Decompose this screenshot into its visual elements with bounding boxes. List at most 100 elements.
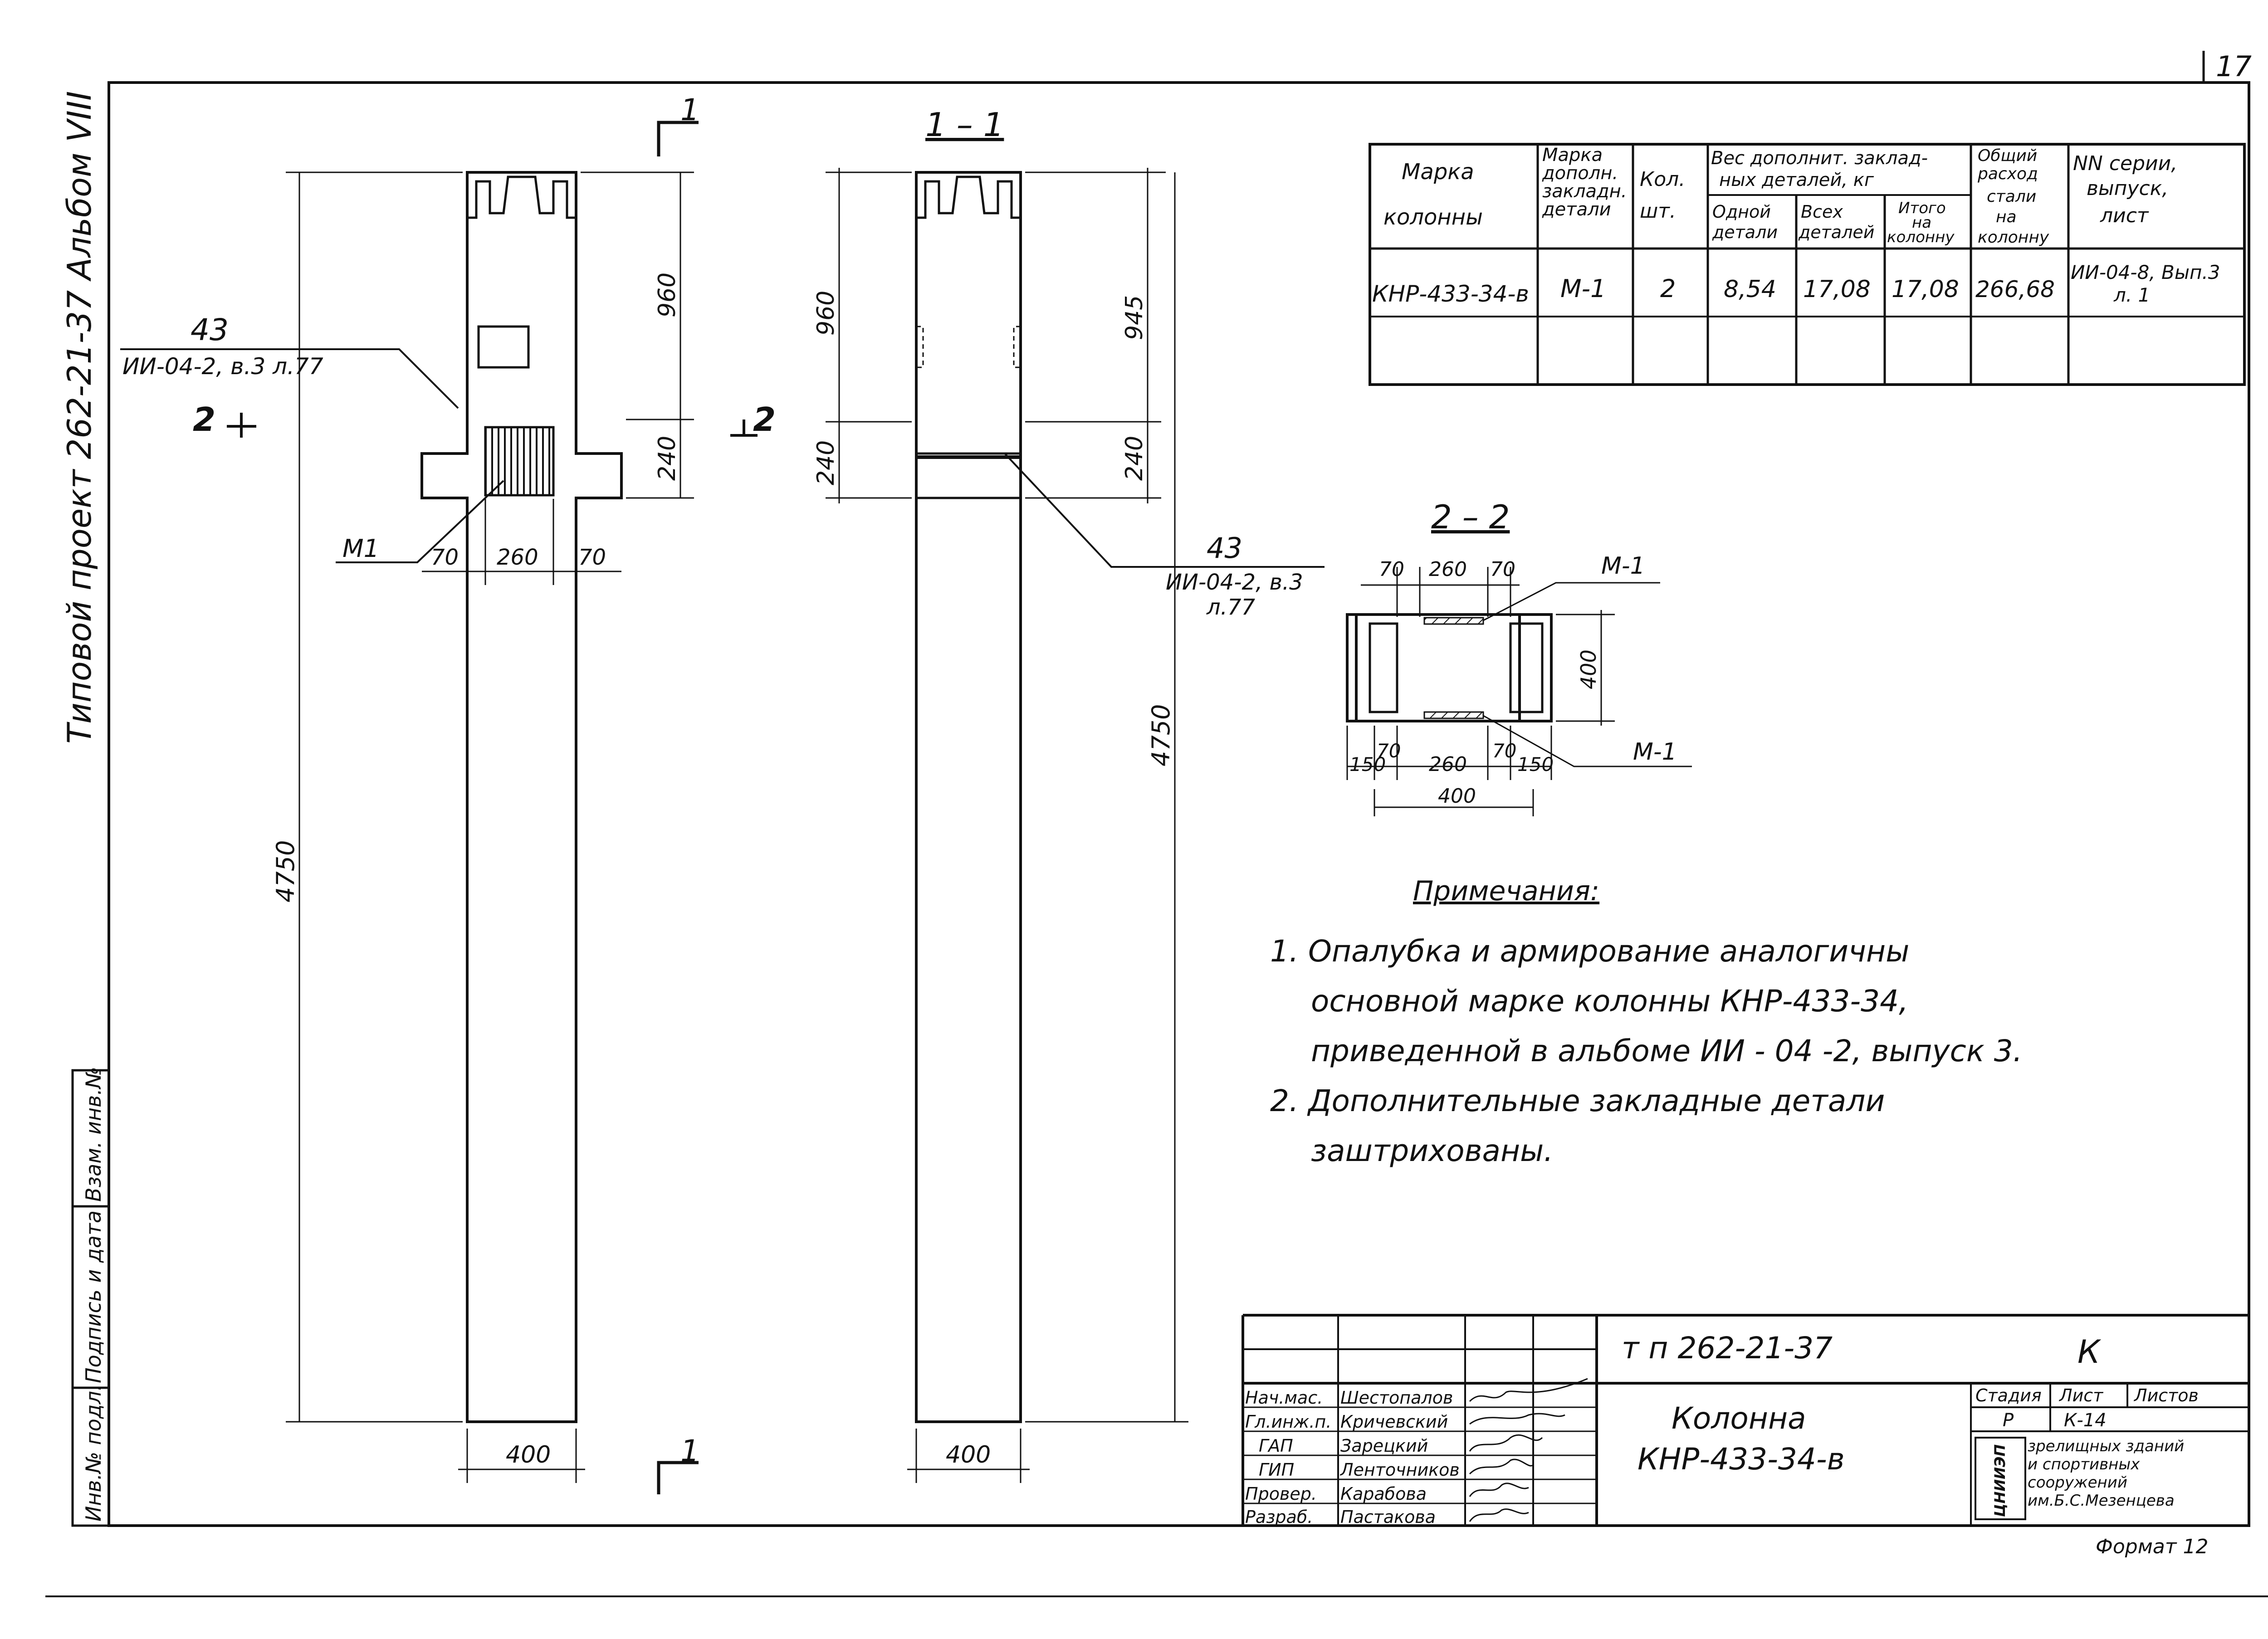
plan-dim-150-a: 150 <box>1349 753 1386 776</box>
cell-qty: 2 <box>1660 274 1676 303</box>
role-1: Нач.мас. <box>1245 1388 1323 1408</box>
sheets-header: Листов <box>2133 1385 2199 1405</box>
plan-dim-260: 260 <box>1429 558 1467 581</box>
cut-mark-left <box>227 413 256 438</box>
dim-240: 240 <box>654 436 681 481</box>
signature-3 <box>1469 1434 1543 1452</box>
org-line-3: сооружений <box>2028 1473 2127 1492</box>
plan-dim-70-c: 70 <box>1377 740 1401 762</box>
th-steel-5: колонну <box>1978 228 2049 247</box>
cut-mark-right <box>730 420 758 437</box>
role-1-name: Шестопалов <box>1340 1388 1453 1408</box>
section-2-2-title: 2 – 2 <box>1431 498 1510 536</box>
dim-4750: 4750 <box>271 840 300 902</box>
section-dim-240: 240 <box>812 440 840 485</box>
title-name-1: Колонна <box>1672 1401 1806 1436</box>
column-head-detail <box>466 172 576 219</box>
th-all-1: Всех <box>1801 202 1843 222</box>
th-weight-2: ных деталей, кг <box>1719 170 1874 190</box>
signatures <box>1469 1378 1588 1522</box>
plan-m1-top-label: M-1 <box>1601 552 1645 580</box>
th-add-4: детали <box>1542 199 1611 220</box>
th-one-2: детали <box>1712 222 1778 242</box>
note-line-2: основной марке колонны КНР-433-34, <box>1311 984 1908 1019</box>
th-mark-1: Марка <box>1402 159 1474 185</box>
th-add-1: Марка <box>1542 145 1603 166</box>
th-weight-1: Вес дополнит. заклад- <box>1711 148 1928 169</box>
m1-label: M1 <box>342 534 379 563</box>
plan-dim-150-b: 150 <box>1517 753 1554 776</box>
plan-m1-bottom-label: M-1 <box>1633 738 1677 766</box>
th-series-1: NN серии, <box>2073 152 2177 175</box>
table-row: КНР-433-34-в M-1 2 8,54 17,08 17,08 266,… <box>1372 261 2220 307</box>
th-qty-2: шт. <box>1640 200 1676 223</box>
plan-m1-leaders <box>1483 582 1692 767</box>
title-rows <box>1243 1406 1597 1504</box>
sheet-value: К-14 <box>2064 1410 2107 1431</box>
section-ref-line1: ИИ-04-2, в.3 <box>1166 570 1303 595</box>
section-dim-4750-lines <box>1025 172 1188 1423</box>
dim-70-a: 70 <box>431 545 459 570</box>
left-stamp: Инв.№ подл. Подпись и дата Взам. инв.№ <box>71 1067 110 1527</box>
format-label: Формат 12 <box>2096 1535 2209 1558</box>
spec-table: Марка колонны Марка дополн. закладн. дет… <box>1369 143 2246 386</box>
notes: Примечания: 1. Опалубка и армирование ан… <box>1270 875 2023 1168</box>
plan-void-left <box>1369 622 1398 713</box>
title-cols <box>1243 1315 1597 1526</box>
title-roles: Нач.мас. Шестопалов Гл.инж.п. Кричевский… <box>1245 1388 1460 1527</box>
th-steel-1: Общий <box>1978 146 2037 165</box>
plan-dim-top <box>1361 567 1520 617</box>
dim-lines-left <box>286 171 463 1423</box>
title-block: т п 262-21-37 К Колонна КНР-433-34-в Нач… <box>1242 1314 2249 1558</box>
section-dim-960: 960 <box>812 291 840 336</box>
th-steel-2: расход <box>1977 165 2038 183</box>
role-3: ГАП <box>1259 1436 1293 1456</box>
plan-flanges <box>1346 613 1553 722</box>
embedded-part-m1 <box>484 426 555 497</box>
section-opening-hidden <box>916 326 1021 368</box>
cell-total: 17,08 <box>1892 276 1959 303</box>
note-line-4: 2. Дополнительные закладные детали <box>1270 1083 1885 1118</box>
section-mark-top: 1 <box>680 93 699 127</box>
cell-series-2: л. 1 <box>2113 284 2150 306</box>
opening <box>477 325 530 369</box>
title-letter: К <box>2077 1333 2102 1371</box>
section-dim-4750: 4750 <box>1147 704 1175 766</box>
section-arrow-bottom <box>657 1461 699 1494</box>
margin-title: Типовой проект 262-21-37 Альбом VIII <box>60 91 98 744</box>
signature-4 <box>1469 1459 1534 1475</box>
section-mark-bottom: 1 <box>680 1434 699 1468</box>
section-column-outline <box>915 171 1022 1423</box>
plan-dim-70-a: 70 <box>1379 558 1404 581</box>
section-dim-240b: 240 <box>1121 436 1148 481</box>
plan-dim-70-d: 70 <box>1492 740 1516 762</box>
th-add-2: дополн. <box>1542 163 1618 184</box>
plan-dim-260-b: 260 <box>1429 753 1467 776</box>
stage-header: Стадия <box>1975 1385 2042 1405</box>
ref-number: 43 <box>191 312 229 347</box>
cell-series-1: ИИ-04-8, Вып.3 <box>2071 261 2220 283</box>
plan-dim-70-b: 70 <box>1490 558 1515 581</box>
th-total-1: Итого <box>1898 199 1946 217</box>
role-2: Гл.инж.п. <box>1245 1412 1331 1432</box>
section-2-2: 2 – 2 M-1 M-1 70 260 70 400 150 70 260 7… <box>1346 498 1692 816</box>
dim-lines-bottom <box>422 499 621 585</box>
ref-leader <box>120 348 459 409</box>
plan-dim-right <box>1556 610 1615 726</box>
th-add-3: закладн. <box>1542 181 1627 202</box>
plan-void-right <box>1509 622 1544 713</box>
section-dim-base <box>907 1429 1030 1483</box>
cell-all: 17,08 <box>1803 276 1871 303</box>
dim-lines-right <box>581 171 694 499</box>
th-steel-3: стали <box>1987 187 2036 206</box>
role-3-name: Зарецкий <box>1340 1436 1428 1456</box>
stamp-sign-label: Подпись и дата <box>81 1210 106 1383</box>
role-4: ГИП <box>1259 1460 1294 1480</box>
section-ref-number: 43 <box>1207 532 1242 565</box>
dim-70-b: 70 <box>578 545 606 570</box>
page-number: 17 <box>2216 50 2252 83</box>
plan-m1-bottom <box>1423 711 1484 719</box>
ref-text: ИИ-04-2, в.3 л.77 <box>122 353 323 380</box>
section-ref-leader <box>1004 453 1325 568</box>
